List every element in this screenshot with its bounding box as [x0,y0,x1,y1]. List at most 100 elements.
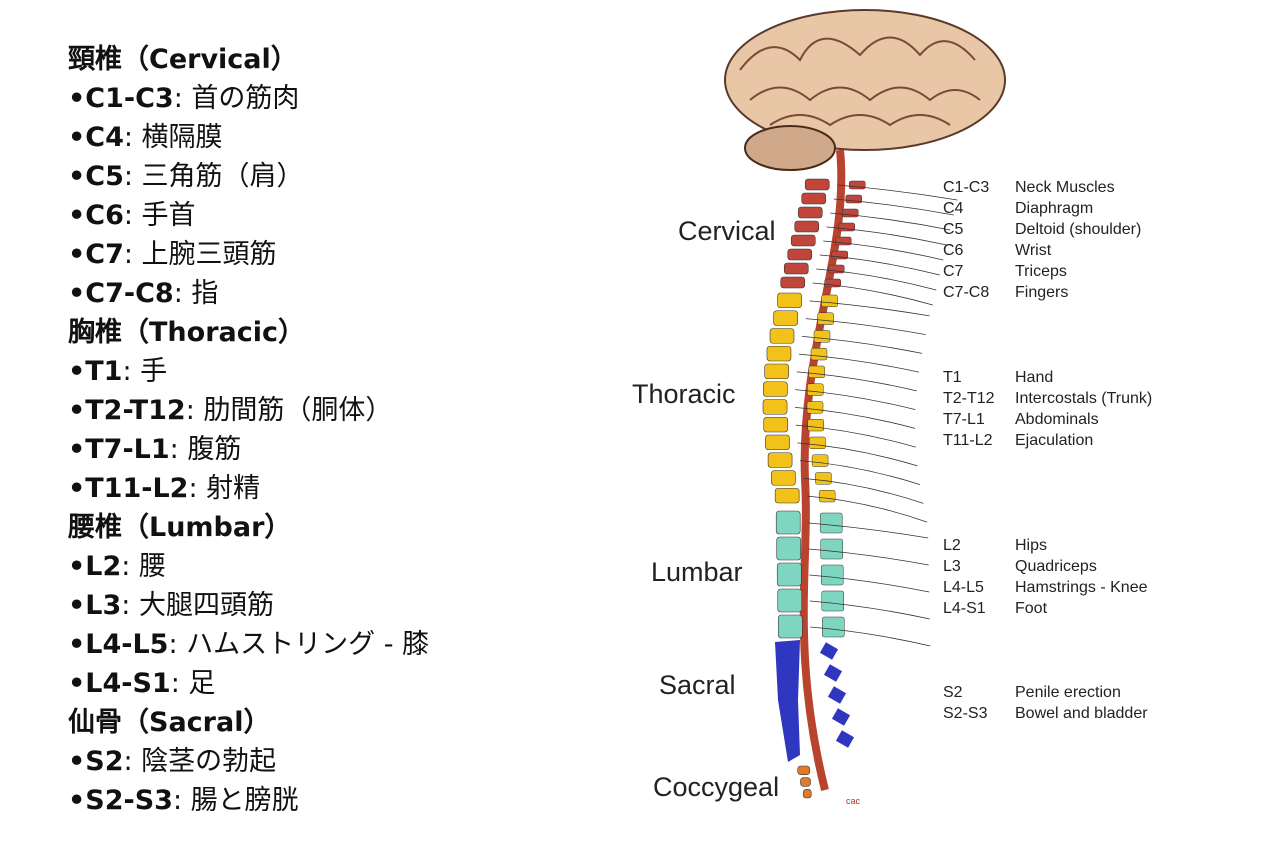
segment-code: T2-T12 [85,395,186,426]
nerve-line [807,495,928,523]
segment-function: Foot [1015,600,1048,617]
segment-function: : 腸と膀胱 [172,785,299,816]
segment-code: C5 [85,161,124,192]
heading-text: 胸椎（Thoracic） [68,317,305,348]
segment-function: : 指 [173,278,219,309]
artist-signature: cac [846,796,861,806]
segment-function: : 三角筋（肩） [123,161,304,192]
function-row: T11-L2 Ejaculation [943,430,1152,451]
section-heading: 仙骨（Sacral） [68,703,429,742]
segment-code: L4-L5 [943,579,984,596]
segment-code: T11-L2 [85,473,189,504]
spine-illustration [724,9,1006,799]
bullet: • [68,590,86,621]
list-item: •L2: 腰 [68,547,429,586]
segment-code: C4 [85,122,124,153]
vertebra-thoracic [767,452,793,468]
segment-code: T2-T12 [943,390,995,407]
nerve-line [830,212,951,231]
nerve-line [797,442,918,467]
vertebra-sacral-process [835,730,855,748]
function-row: T7-L1 Abdominals [943,409,1152,430]
segment-function: Bowel and bladder [1015,705,1148,722]
segment-function: : 腹筋 [169,434,242,465]
segment-function: Hand [1015,369,1054,386]
segment-function: : 手首 [123,200,196,231]
bullet: • [68,161,86,192]
segment-function: : 射精 [188,473,261,504]
vertebra-sacral-process [831,708,851,726]
segment-function: Abdominals [1015,411,1099,428]
nerve-line [823,240,944,261]
nerve-line [805,318,926,336]
segment-code: L2 [85,551,122,582]
segment-code: C5 [943,221,964,238]
nerve-line [803,477,924,504]
segment-function: : 横隔膜 [123,122,223,153]
vertebra-thoracic-process [810,348,828,361]
vertebra-sacral [775,640,800,762]
bullet: • [68,395,86,426]
segment-code: L3 [943,558,961,575]
vertebra-thoracic [766,345,792,362]
heading-text: 仙骨（Sacral） [68,707,271,738]
vertebra-thoracic-process [818,490,836,503]
nerve-line [795,389,916,411]
list-item: •T1: 手 [68,352,429,391]
list-item: •T7-L1: 腹筋 [68,430,429,469]
vertebra-thoracic-process [813,330,831,343]
nerve-line [794,406,916,429]
segment-code: C7-C8 [85,278,174,309]
segment-code: T1 [85,356,123,387]
vertebra-lumbar-process [821,590,845,612]
segment-code: L4-S1 [85,668,171,699]
segment-function: : ハムストリング - 膝 [168,629,430,660]
list-item: •L4-S1: 足 [68,664,429,703]
vertebra-coccygeal [800,777,811,787]
vertebra-cervical-process [824,278,841,288]
segment-code: S2-S3 [943,705,988,722]
segment-function: : 首の筋肉 [173,83,300,114]
vertebra-cervical [790,234,816,247]
segment-function: Hamstrings - Knee [1015,579,1148,596]
vertebra-thoracic [764,363,789,380]
vertebra-thoracic [769,328,795,344]
nerve-line [833,198,954,216]
segment-function: Neck Muscles [1015,179,1115,196]
segment-function: Ejaculation [1015,432,1094,449]
nerve-line [795,424,916,448]
bullet: • [68,668,86,699]
vertebra-sacral-process [819,642,839,660]
nerve-line [808,548,929,566]
nerve-line [809,574,930,593]
list-item: •S2-S3: 腸と膀胱 [68,781,429,820]
vertebra-thoracic [771,470,796,486]
bullet: • [68,200,86,231]
nerve-line [819,254,940,276]
segment-code: L2 [943,537,961,554]
segment-code: C1-C3 [85,83,174,114]
nerve-line [809,600,930,620]
vertebra-cervical [780,276,806,289]
list-item: •C7-C8: 指 [68,274,429,313]
list-item: •C6: 手首 [68,196,429,235]
vertebra-thoracic-process [806,401,824,414]
segment-code: S2 [85,746,124,777]
function-row: S2-S3 Bowel and bladder [943,703,1148,724]
bullet: • [68,356,86,387]
vertebra-lumbar-process [822,616,845,638]
vertebra-coccygeal [802,789,812,799]
vertebra-thoracic-process [809,436,826,449]
segment-function: Intercostals (Trunk) [1015,390,1153,407]
segment-code: T7-L1 [943,411,985,428]
vertebra-cervical [794,220,820,233]
segment-function: : 上腕三頭筋 [123,239,277,270]
segment-code: T11-L2 [943,432,993,449]
vertebra-lumbar [777,614,803,639]
vertebra-lumbar [776,536,802,561]
vertebra-thoracic-process [817,312,834,325]
